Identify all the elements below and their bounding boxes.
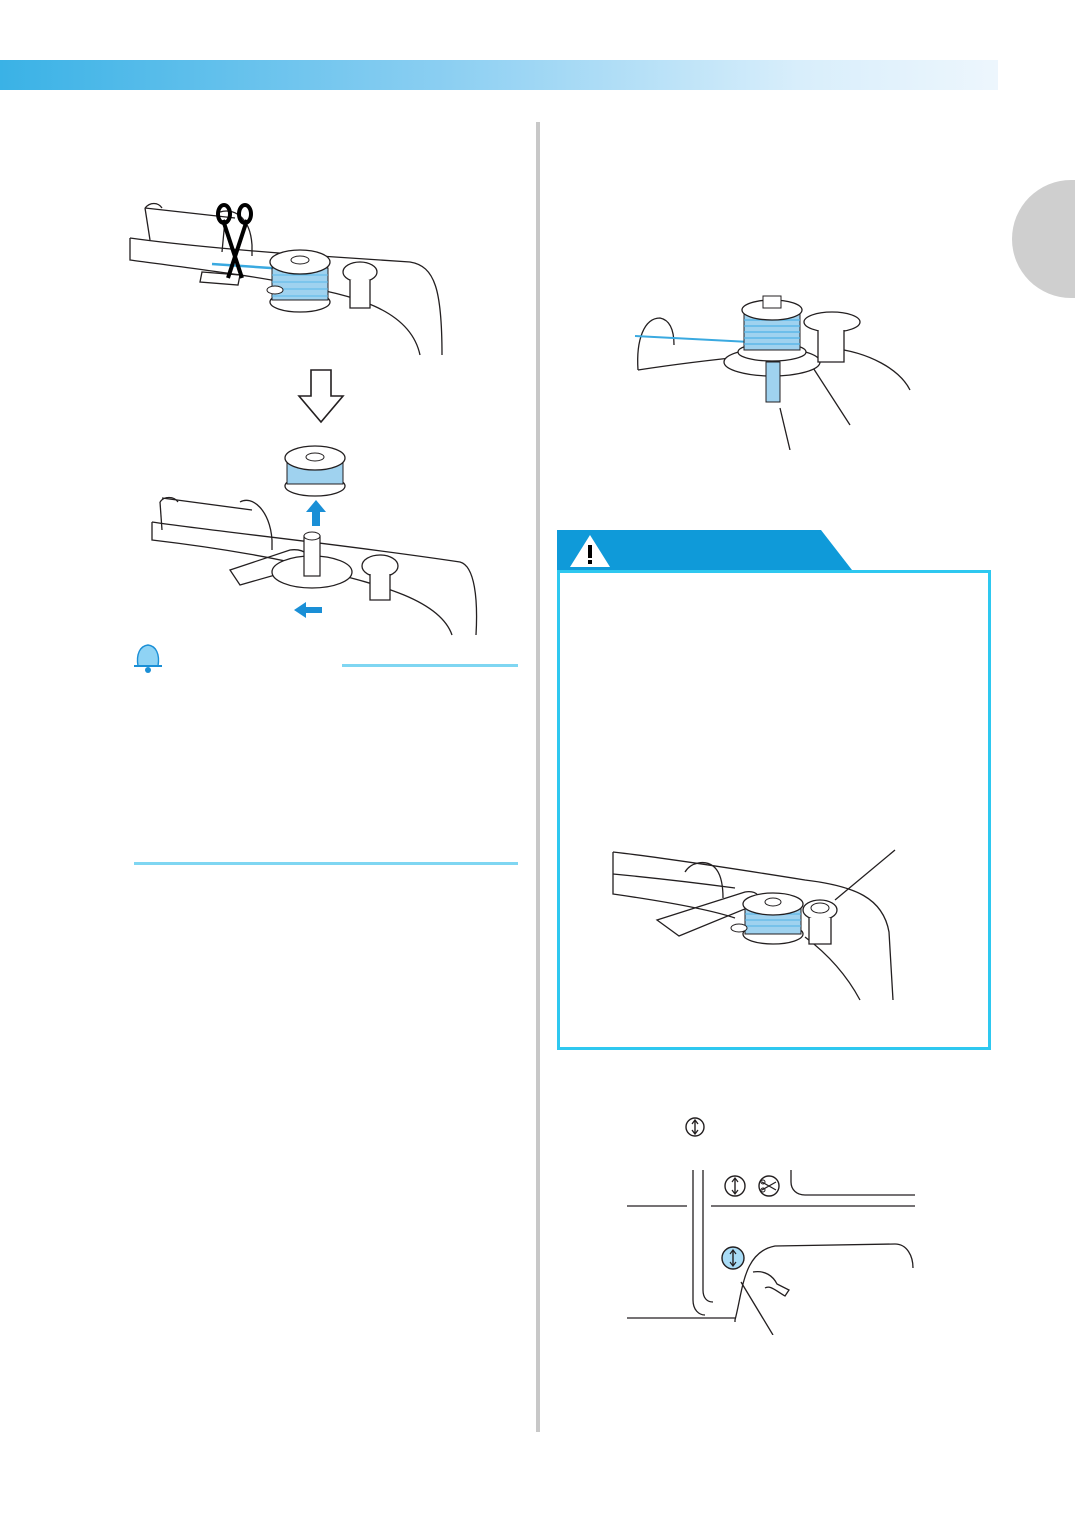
- lift-arrow-icon: [306, 500, 326, 526]
- bobbin-full: [723, 295, 861, 403]
- bobbin-removed: [284, 445, 346, 497]
- needle-position-button-icon: [724, 1175, 746, 1197]
- scissors-icon: [216, 203, 253, 279]
- slide-left-arrow-icon: [294, 602, 322, 618]
- illustration-control-buttons: [627, 1170, 915, 1335]
- needle-position-button-highlighted-icon: [721, 1246, 745, 1270]
- memo-top-rule: [342, 664, 518, 667]
- illustration-cut-thread: [129, 202, 443, 356]
- bobbin-on-winder: [266, 249, 378, 313]
- caution-box: [557, 570, 991, 1050]
- needle-position-icon: [685, 1117, 705, 1137]
- illustration-bobbin-stopper: [612, 849, 896, 1001]
- column-divider: [536, 122, 540, 1432]
- bobbin-on-spindle: [730, 892, 838, 945]
- down-arrow-icon: [297, 369, 345, 424]
- bobbin-winder-spindle: [271, 531, 399, 601]
- chapter-tab: [1012, 180, 1075, 298]
- warning-triangle-icon: [570, 535, 610, 567]
- bell-icon: [134, 644, 162, 673]
- scissors-icon: [758, 1175, 780, 1197]
- header-bar: [0, 60, 998, 90]
- illustration-wound-bobbin: [634, 295, 911, 450]
- memo-bottom-rule: [134, 862, 518, 865]
- illustration-remove-bobbin: [151, 445, 478, 636]
